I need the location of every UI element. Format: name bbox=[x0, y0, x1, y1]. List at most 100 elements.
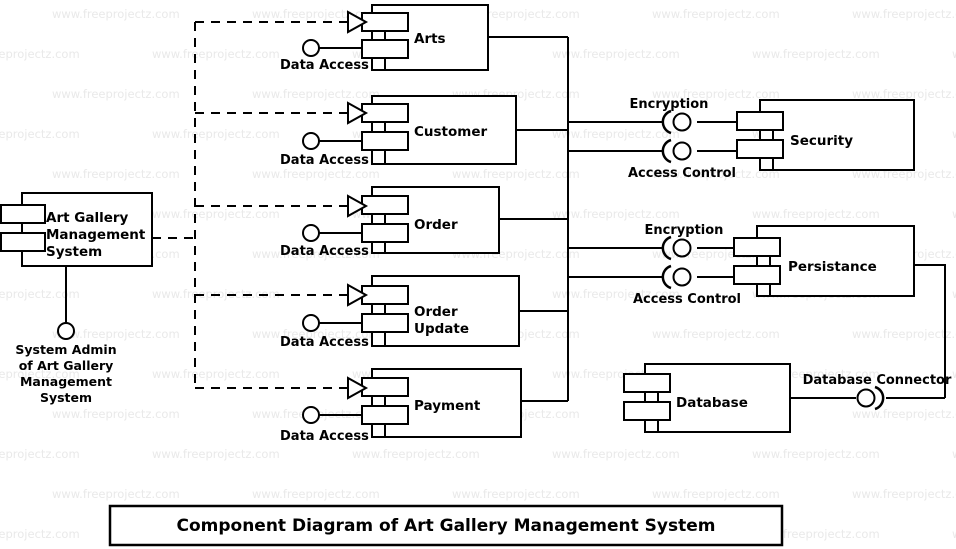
database-connector-ball-icon bbox=[856, 388, 876, 408]
system-admin-label-line2: of Art Gallery bbox=[19, 358, 114, 373]
assembly-security-encryption[interactable]: Encryption bbox=[630, 97, 709, 135]
database-label: Database bbox=[676, 395, 748, 411]
watermark-text: www.freeprojectz.com bbox=[552, 47, 680, 61]
system-admin-interface[interactable]: System Admin of Art Gallery Management S… bbox=[15, 322, 117, 405]
database-tab-upper bbox=[623, 373, 671, 393]
component-order[interactable]: Order Data Access bbox=[280, 186, 500, 259]
order-update-label-line1: Order bbox=[414, 304, 458, 320]
customer-tab-lower bbox=[361, 131, 409, 151]
watermark-text: www.freeprojectz.com bbox=[952, 287, 956, 301]
watermark-text: www.freeprojectz.com bbox=[852, 487, 956, 501]
watermark-text: www.freeprojectz.com bbox=[552, 287, 680, 301]
security-encryption-ball-icon bbox=[672, 112, 692, 132]
order-realization-arrowhead-icon bbox=[347, 194, 369, 218]
component-customer[interactable]: Customer Data Access bbox=[280, 95, 517, 168]
component-payment[interactable]: Payment Data Access bbox=[280, 368, 522, 444]
watermark-text: www.freeprojectz.com bbox=[852, 407, 956, 421]
watermark-text: www.freeprojectz.com bbox=[0, 287, 80, 301]
watermark-text: www.freeprojectz.com bbox=[952, 207, 956, 221]
watermark-text: www.freeprojectz.com bbox=[0, 527, 80, 541]
watermark-text: www.freeprojectz.com bbox=[52, 327, 180, 341]
component-order-update[interactable]: Order Update Data Access bbox=[280, 275, 520, 350]
persistance-label: Persistance bbox=[788, 259, 877, 275]
component-database[interactable]: Database bbox=[623, 363, 791, 433]
watermark-text: www.freeprojectz.com bbox=[852, 87, 956, 101]
watermark-text: www.freeprojectz.com bbox=[752, 527, 880, 541]
watermark-text: www.freeprojectz.com bbox=[952, 127, 956, 141]
persistance-tab-lower bbox=[733, 265, 781, 285]
system-admin-lollipop-icon bbox=[57, 322, 75, 340]
assembly-security-access-control[interactable]: Access Control bbox=[628, 138, 736, 181]
payment-realization-arrowhead-icon bbox=[347, 376, 369, 400]
diagram-title: Component Diagram of Art Gallery Managem… bbox=[108, 504, 784, 547]
arts-realization-arrowhead-icon bbox=[347, 10, 369, 34]
persistance-encryption-socket-icon bbox=[661, 235, 672, 261]
customer-tab-upper bbox=[361, 103, 409, 123]
watermark-text: www.freeprojectz.com bbox=[452, 487, 580, 501]
watermark-text: www.freeprojectz.com bbox=[252, 327, 380, 341]
system-label-line3: System bbox=[46, 244, 102, 260]
customer-realization-arrowhead-icon bbox=[347, 101, 369, 125]
order-update-data-access-lollipop-icon bbox=[302, 314, 320, 332]
security-tab-lower bbox=[736, 139, 784, 159]
arts-tab-upper bbox=[361, 12, 409, 32]
security-access-control-socket-icon bbox=[661, 138, 672, 164]
watermark-text: www.freeprojectz.com bbox=[52, 407, 180, 421]
persistance-access-control-socket-icon bbox=[661, 264, 672, 290]
component-arts[interactable]: Arts Data Access bbox=[280, 4, 489, 73]
watermark-text: www.freeprojectz.com bbox=[752, 447, 880, 461]
watermark-text: www.freeprojectz.com bbox=[252, 87, 380, 101]
arts-tab-lower bbox=[361, 39, 409, 59]
security-encryption-label: Encryption bbox=[630, 97, 709, 112]
watermark-text: www.freeprojectz.com bbox=[252, 487, 380, 501]
payment-tab-lower bbox=[361, 405, 409, 425]
system-label: Art Gallery bbox=[46, 210, 129, 226]
watermark-text: www.freeprojectz.com bbox=[652, 487, 780, 501]
order-data-access-label: Data Access bbox=[280, 244, 369, 259]
assembly-persistance-encryption[interactable]: Encryption bbox=[645, 223, 724, 261]
component-persistance[interactable]: Persistance bbox=[733, 225, 915, 297]
system-admin-label-line3: Management bbox=[20, 374, 112, 389]
security-tab-upper bbox=[736, 111, 784, 131]
watermark-text: www.freeprojectz.com bbox=[952, 447, 956, 461]
watermark-text: www.freeprojectz.com bbox=[252, 247, 380, 261]
watermark-text: www.freeprojectz.com bbox=[0, 447, 80, 461]
arts-data-access-lollipop-icon bbox=[302, 39, 320, 57]
payment-data-access-label: Data Access bbox=[280, 429, 369, 444]
persistance-right-routing bbox=[914, 264, 946, 398]
watermark-text: www.freeprojectz.com bbox=[652, 7, 780, 21]
order-update-realization-arrowhead-icon bbox=[347, 283, 369, 307]
component-security[interactable]: Security bbox=[736, 99, 915, 171]
title-box bbox=[108, 504, 784, 547]
arts-data-access-label: Data Access bbox=[280, 58, 369, 73]
watermark-text: www.freeprojectz.com bbox=[52, 167, 180, 181]
watermark-text: www.freeprojectz.com bbox=[52, 7, 180, 21]
component-art-gallery-management-system[interactable]: Art Gallery Management System bbox=[0, 192, 153, 267]
system-tab-upper bbox=[0, 204, 46, 224]
persistance-box bbox=[756, 225, 915, 297]
watermark-text: www.freeprojectz.com bbox=[552, 207, 680, 221]
security-label: Security bbox=[790, 133, 853, 149]
order-tab-lower bbox=[361, 223, 409, 243]
watermark-text: www.freeprojectz.com bbox=[52, 487, 180, 501]
watermark-text: www.freeprojectz.com bbox=[0, 127, 80, 141]
watermark-text: www.freeprojectz.com bbox=[52, 87, 180, 101]
system-label-line2: Management bbox=[46, 227, 146, 243]
assembly-database-connector[interactable]: Database Connector bbox=[803, 373, 952, 411]
watermark-text: www.freeprojectz.com bbox=[852, 7, 956, 21]
persistance-access-control-label: Access Control bbox=[633, 292, 741, 307]
connector-layer bbox=[65, 21, 946, 402]
payment-label: Payment bbox=[414, 398, 481, 414]
payment-data-access-lollipop-icon bbox=[302, 406, 320, 424]
persistance-tab-upper bbox=[733, 237, 781, 257]
payment-tab-upper bbox=[361, 377, 409, 397]
order-data-access-lollipop-icon bbox=[302, 224, 320, 242]
watermark-text: www.freeprojectz.com bbox=[652, 327, 780, 341]
watermark-text: www.freeprojectz.com bbox=[752, 207, 880, 221]
system-admin-label-line1: System Admin bbox=[15, 342, 116, 357]
assembly-persistance-access-control[interactable]: Access Control bbox=[633, 264, 741, 307]
security-encryption-socket-icon bbox=[661, 109, 672, 135]
watermark-text: www.freeprojectz.com bbox=[852, 327, 956, 341]
